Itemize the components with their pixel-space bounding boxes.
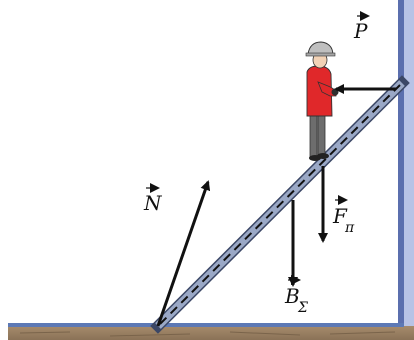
firefighter-figure-icon: [305, 41, 339, 161]
svg-text:Σ: Σ: [297, 300, 308, 316]
wall: [398, 0, 414, 330]
svg-text:N: N: [143, 191, 163, 215]
label-n: N: [143, 183, 163, 215]
force-n-arrow: [156, 180, 211, 327]
label-b: B Σ: [284, 275, 308, 316]
label-p: P: [353, 11, 370, 43]
svg-text:B: B: [284, 284, 300, 308]
svg-text:P: P: [353, 19, 368, 43]
ladder: [150, 75, 410, 334]
svg-text:F: F: [332, 204, 348, 228]
svg-text:π: π: [344, 220, 355, 236]
label-f: F π: [332, 195, 355, 236]
floor: [8, 323, 414, 340]
